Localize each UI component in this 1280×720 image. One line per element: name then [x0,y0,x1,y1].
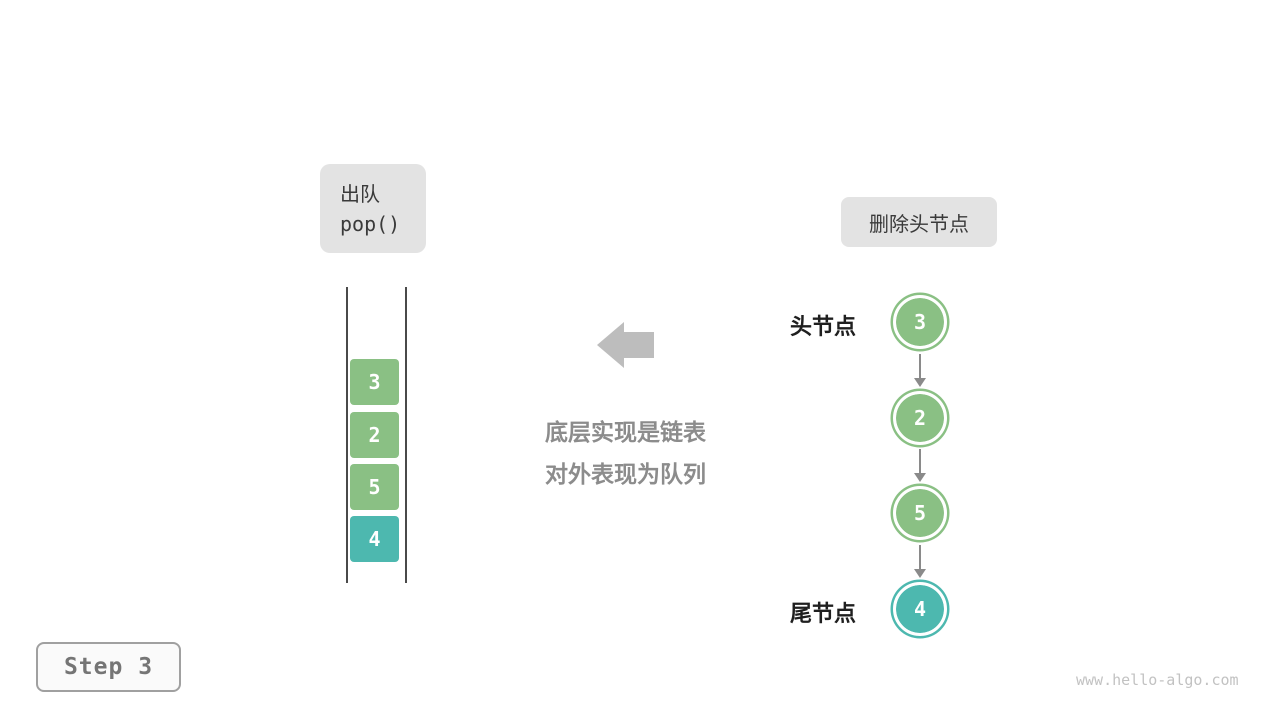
node-value: 4 [913,597,927,621]
dequeue-operation-name: 出队 [340,182,380,206]
down-arrow-tip [914,378,926,387]
linked-list-node: 5 [893,486,947,540]
node-value: 2 [913,406,927,430]
dequeue-operation-method: pop() [340,212,401,236]
linked-list-node: 3 [893,295,947,349]
step-indicator: Step 3 [36,642,181,692]
queue-wall-right [405,287,407,583]
delete-head-label-text: 删除头节点 [869,211,969,236]
head-node-label: 头节点 [789,315,856,340]
left-arrow-tail [624,332,654,358]
annotation-text: 底层实现是链表 对外表现为队列 [508,412,743,496]
tail-node-label: 尾节点 [789,602,856,627]
down-arrow-icon [913,545,927,578]
queue-item: 4 [350,516,399,562]
queue-wall-left [346,287,348,583]
dequeue-operation-label: 出队 pop() [320,164,426,253]
queue-item-value: 5 [368,475,381,499]
node-value: 5 [913,501,927,525]
down-arrow-tip [914,569,926,578]
left-arrow-icon [597,322,654,368]
left-arrow-head [597,322,624,368]
down-arrow-icon [913,449,927,482]
queue-item: 2 [350,412,399,458]
queue-item-value: 3 [368,370,381,394]
watermark-text: www.hello-algo.com [1076,671,1239,689]
step-indicator-label: Step 3 [63,654,154,680]
down-arrow-shaft [919,354,921,378]
annotation-line-2: 对外表现为队列 [545,462,706,488]
annotation-line-1: 底层实现是链表 [545,420,706,446]
queue-item: 5 [350,464,399,510]
queue-item-value: 4 [368,527,381,551]
down-arrow-shaft [919,545,921,569]
queue-item-value: 2 [368,423,381,447]
node-value: 3 [913,310,927,334]
down-arrow-shaft [919,449,921,473]
down-arrow-icon [913,354,927,387]
delete-head-label: 删除头节点 [841,197,997,247]
queue-item: 3 [350,359,399,405]
down-arrow-tip [914,473,926,482]
linked-list-node: 4 [893,582,947,636]
linked-list-node: 2 [893,391,947,445]
